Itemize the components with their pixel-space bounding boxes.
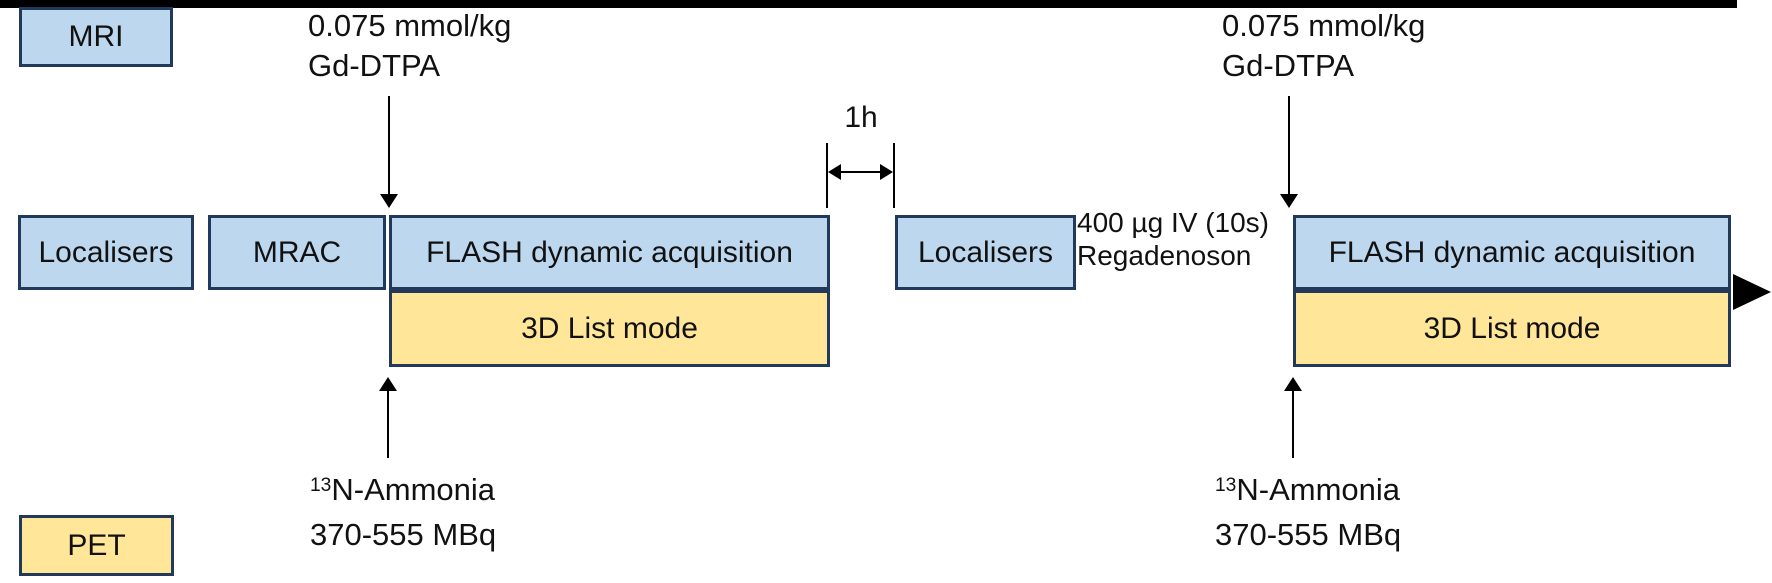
pet-block-list-mode-1: 3D List mode [389, 290, 830, 367]
tracer-injection-note-2: 13N-Ammonia 370-555 MBq [1215, 470, 1401, 555]
interval-label: 1h [844, 101, 878, 134]
interval-tick-right [893, 143, 895, 208]
contrast-arrow-1-down-icon [380, 194, 398, 208]
timeline-axis [0, 0, 1737, 8]
tracer-arrow-2-shaft [1292, 389, 1294, 458]
stress-agent-name: Regadenoson [1077, 240, 1252, 271]
tracer-name: 13N-Ammonia [1215, 472, 1401, 507]
contrast-arrow-1-shaft [388, 96, 390, 196]
interval-tick-left [826, 143, 828, 208]
contrast-injection-note-1: 0.075 mmol/kg Gd-DTPA [308, 6, 511, 86]
contrast-agent: Gd-DTPA [308, 48, 441, 83]
block-label: 3D List mode [521, 311, 698, 345]
block-label: FLASH dynamic acquisition [1328, 235, 1696, 269]
contrast-agent: Gd-DTPA [1222, 48, 1355, 83]
tracer-arrow-2-up-icon [1284, 377, 1302, 391]
tracer-activity: 370-555 MBq [1215, 517, 1402, 552]
interval-double-arrow-shaft [836, 171, 885, 173]
tracer-isotope-sup: 13 [1215, 475, 1237, 497]
tracer-name: 13N-Ammonia [310, 472, 496, 507]
contrast-arrow-2-shaft [1288, 96, 1290, 196]
interval-arrow-right-icon [880, 164, 893, 180]
pet-legend-box: PET [19, 515, 174, 576]
mri-block-flash-2: FLASH dynamic acquisition [1293, 215, 1731, 290]
pet-block-list-mode-2: 3D List mode [1293, 290, 1731, 367]
interval-arrow-left-icon [828, 164, 841, 180]
block-label: 3D List mode [1423, 311, 1601, 345]
timeline-arrowhead-icon [1733, 274, 1771, 310]
contrast-arrow-2-down-icon [1280, 194, 1298, 208]
pet-legend-label: PET [67, 528, 126, 562]
block-label: Localisers [38, 235, 174, 269]
block-label: FLASH dynamic acquisition [426, 235, 793, 269]
tracer-isotope-sup: 13 [310, 475, 332, 497]
block-label: MRAC [252, 235, 342, 269]
contrast-dose: 0.075 mmol/kg [308, 8, 512, 43]
stress-agent-dose: 400 µg IV (10s) [1077, 207, 1270, 238]
block-label: Localisers [917, 235, 1054, 269]
stress-agent-note: 400 µg IV (10s) Regadenoson [1077, 206, 1269, 272]
contrast-injection-note-2: 0.075 mmol/kg Gd-DTPA [1222, 6, 1425, 86]
mri-block-mrac: MRAC [208, 215, 386, 290]
mri-legend-label: MRI [68, 20, 124, 53]
tracer-injection-note-1: 13N-Ammonia 370-555 MBq [310, 470, 496, 555]
mri-block-localisers-1: Localisers [18, 215, 194, 290]
tracer-activity: 370-555 MBq [310, 517, 497, 552]
tracer-arrow-1-shaft [387, 389, 389, 458]
contrast-dose: 0.075 mmol/kg [1222, 8, 1426, 43]
mri-block-flash-1: FLASH dynamic acquisition [389, 215, 830, 290]
mri-block-localisers-2: Localisers [895, 215, 1076, 290]
tracer-arrow-1-up-icon [379, 377, 397, 391]
mri-legend-box: MRI [19, 7, 173, 67]
